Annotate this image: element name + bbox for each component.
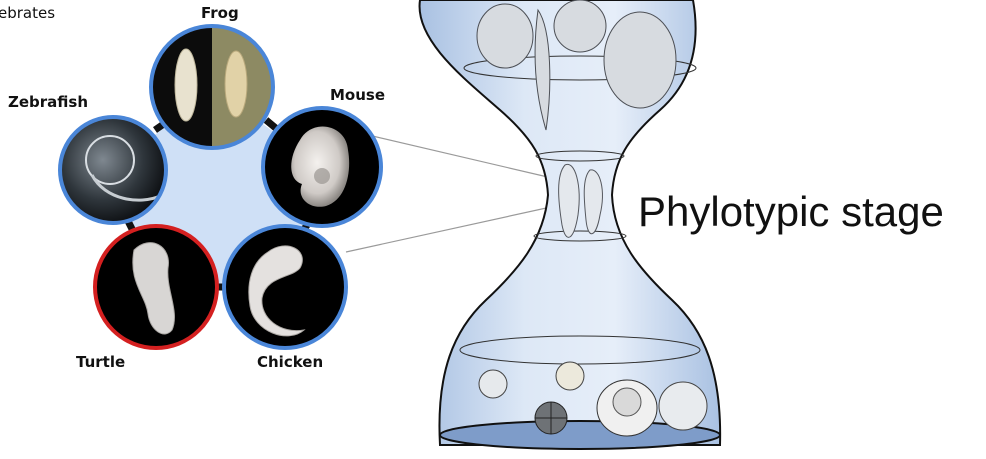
mouse-embryo-photo [262,107,382,227]
frog-embryo-photo [150,26,274,148]
turtle-embryo-photo [94,225,218,349]
connector-line-lower [346,205,560,252]
hourglass-vessel [420,0,721,449]
connector-line-upper [364,134,552,178]
chicken-embryo-photo [223,225,347,349]
